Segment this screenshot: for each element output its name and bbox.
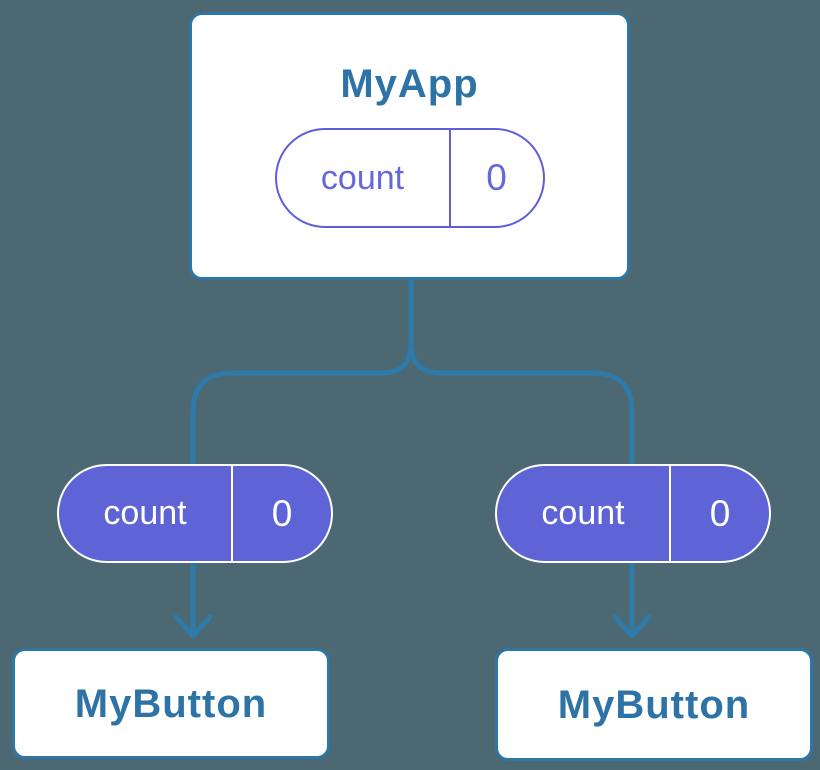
state-value: 0 xyxy=(709,492,731,534)
node-myapp: MyApp count 0 xyxy=(189,12,630,280)
node-mybutton-right: MyButton xyxy=(495,648,813,761)
arrowhead-left-icon xyxy=(173,614,213,639)
state-key-label: count xyxy=(59,466,233,561)
node-mybutton-left: MyButton xyxy=(12,648,330,759)
node-mybutton-right-title: MyButton xyxy=(557,682,751,727)
branch-left-line xyxy=(190,340,414,467)
state-pill-root: count 0 xyxy=(274,128,545,228)
state-value: 0 xyxy=(271,492,293,534)
state-pill-left-prop: count 0 xyxy=(57,464,333,563)
arrowhead-right-icon xyxy=(612,614,652,639)
branch-right-line xyxy=(408,340,635,467)
state-value: 0 xyxy=(486,157,507,198)
state-key-label: count xyxy=(497,466,671,561)
state-pill-right-prop: count 0 xyxy=(495,464,771,563)
node-myapp-title: MyApp xyxy=(340,62,479,106)
node-mybutton-left-title: MyButton xyxy=(74,681,268,726)
state-key-label: count xyxy=(277,130,451,226)
